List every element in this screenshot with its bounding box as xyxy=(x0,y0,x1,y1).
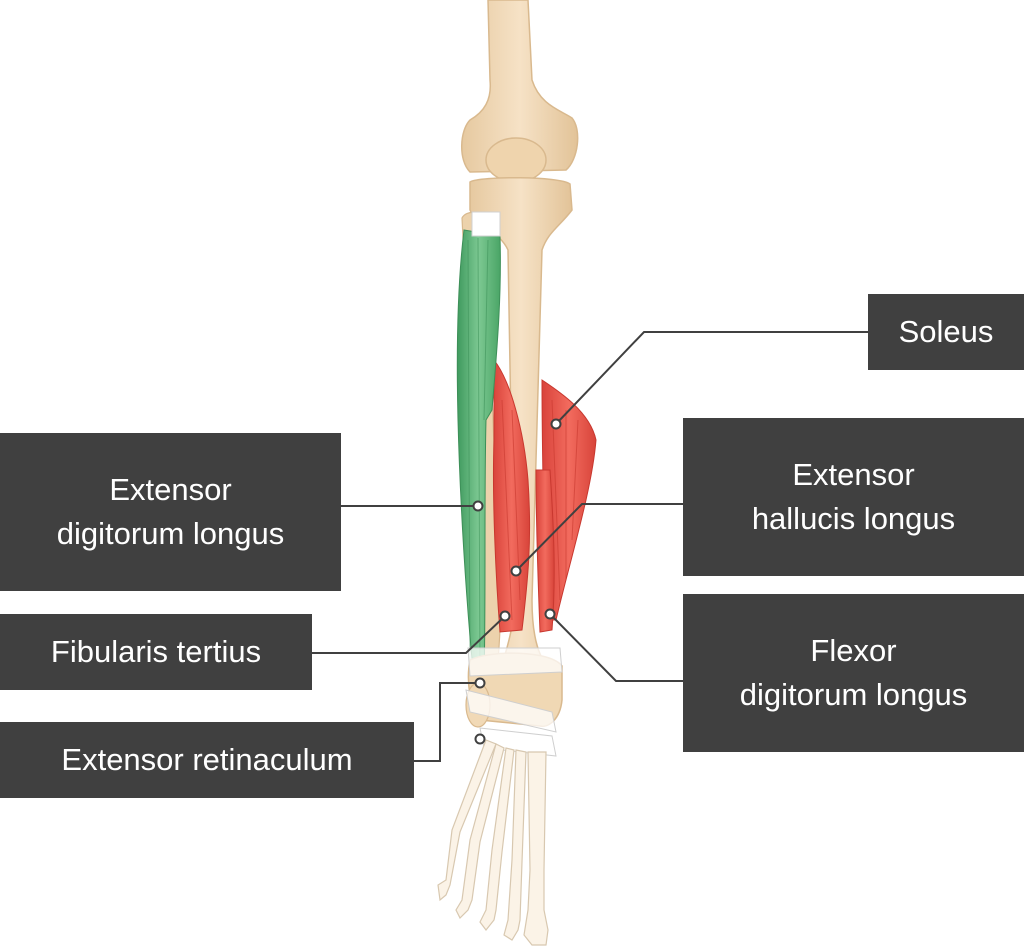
pointer-dots xyxy=(472,418,562,745)
femur-bone xyxy=(461,0,579,183)
extensor-retinaculum-label: Extensor retinaculum xyxy=(0,722,414,798)
flexor-digitorum-longus-label-line-2: digitorum longus xyxy=(739,677,968,712)
fibularis-tertius-label-line-1: Fibularis tertius xyxy=(50,634,262,669)
extensor-retinaculum-label-line-1: Extensor retinaculum xyxy=(61,742,353,777)
extensor-retinaculum-pointer-dot-lower xyxy=(474,733,486,745)
extensor-retinaculum xyxy=(465,647,563,757)
extensor-digitorum-longus-label: Extensor digitorum longus xyxy=(0,433,341,591)
extensor-hallucis-longus-label-line-2: hallucis longus xyxy=(751,501,956,536)
extensor-retinaculum-leader-line xyxy=(414,682,480,762)
leader-lines xyxy=(312,331,868,762)
extensor-digitorum-longus-label-line-2: digitorum longus xyxy=(56,516,285,551)
extensor-digitorum-longus-pointer-dot xyxy=(472,500,484,512)
soleus-label: Soleus xyxy=(868,294,1024,370)
fibularis-tertius-pointer-dot xyxy=(499,610,511,622)
flexor-digitorum-longus-label-line-1: Flexor xyxy=(810,633,897,668)
fibularis-tertius-leader-line xyxy=(312,615,506,654)
extensor-hallucis-longus-pointer-dot xyxy=(510,565,522,577)
soleus-muscle xyxy=(541,379,597,621)
flexor-digitorum-longus-pointer-dot xyxy=(544,608,556,620)
flexor-digitorum-longus-muscle xyxy=(535,469,555,633)
soleus-label-line-1: Soleus xyxy=(898,314,994,349)
extensor-digitorum-longus-label-line-1: Extensor xyxy=(109,472,232,507)
soleus-leader-line xyxy=(555,331,868,425)
flexor-digitorum-longus-label: Flexor digitorum longus xyxy=(683,594,1024,752)
extensor-hallucis-longus-label: Extensor hallucis longus xyxy=(683,418,1024,576)
flexor-digitorum-longus-leader-line xyxy=(549,613,683,682)
foot-bones xyxy=(437,739,549,946)
extensor-hallucis-longus-label-line-1: Extensor xyxy=(792,457,915,492)
extensor-hallucis-longus-leader-line xyxy=(515,503,683,572)
fibularis-tertius-label: Fibularis tertius xyxy=(0,614,312,690)
soleus-pointer-dot xyxy=(550,418,562,430)
extensor-retinaculum-pointer-dot-upper xyxy=(474,677,486,689)
tibia-bone xyxy=(469,176,573,673)
